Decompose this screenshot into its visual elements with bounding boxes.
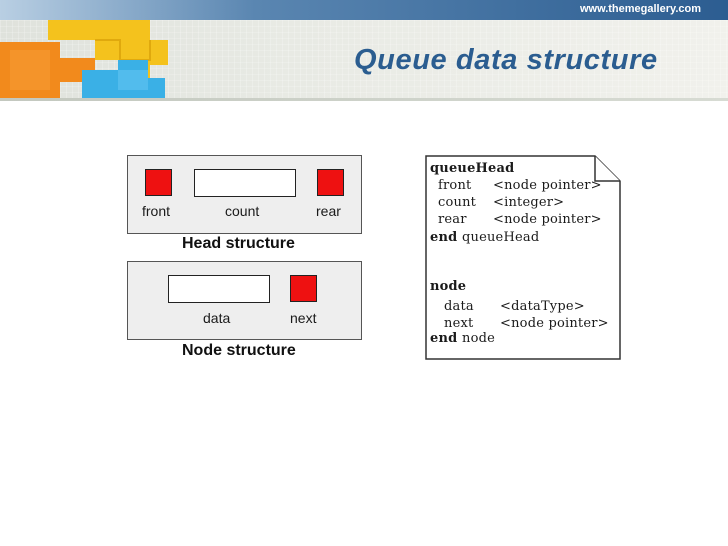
pseudocode-document: queueHead front <node pointer> count <in… [425,155,621,360]
queue-head-field-name: rear [438,212,467,227]
node-field-type: <node pointer> [500,316,609,331]
page-title: Queue data structure [354,44,658,76]
node-structure-caption: Node structure [182,342,296,359]
data-field [168,275,270,303]
next-pointer-field [290,275,317,302]
puzzle-logo-icon [0,20,168,98]
queue-head-end-keyword: end [430,230,458,245]
node-end-name: node [462,331,496,346]
queue-head-end-name: queueHead [462,230,540,245]
front-label: front [142,203,171,219]
head-structure-box: front count rear [127,155,362,234]
data-label: data [203,310,231,326]
queue-head-keyword: queueHead [430,161,515,176]
queue-head-field-type: <node pointer> [493,212,602,227]
queue-head-field-type: <node pointer> [493,178,602,193]
node-keyword: node [430,279,467,294]
head-structure-caption: Head structure [182,235,295,252]
count-label: count [225,203,260,219]
queue-head-field-type: <integer> [493,195,565,210]
node-structure-box: data next [127,261,362,340]
rear-pointer-field [317,169,344,196]
document-fold-icon [425,155,621,360]
count-field [194,169,296,197]
header-top-bar: www.themegallery.com [0,0,728,20]
rear-label: rear [316,203,341,219]
node-field-type: <dataType> [500,299,585,314]
node-field-name: next [444,316,474,331]
queue-head-field-name: count [438,195,477,210]
next-label: next [290,310,317,326]
header-divider [0,98,728,101]
node-end-keyword: end [430,331,458,346]
node-field-name: data [444,299,474,314]
site-url[interactable]: www.themegallery.com [579,3,701,15]
front-pointer-field [145,169,172,196]
queue-head-field-name: front [438,178,472,193]
